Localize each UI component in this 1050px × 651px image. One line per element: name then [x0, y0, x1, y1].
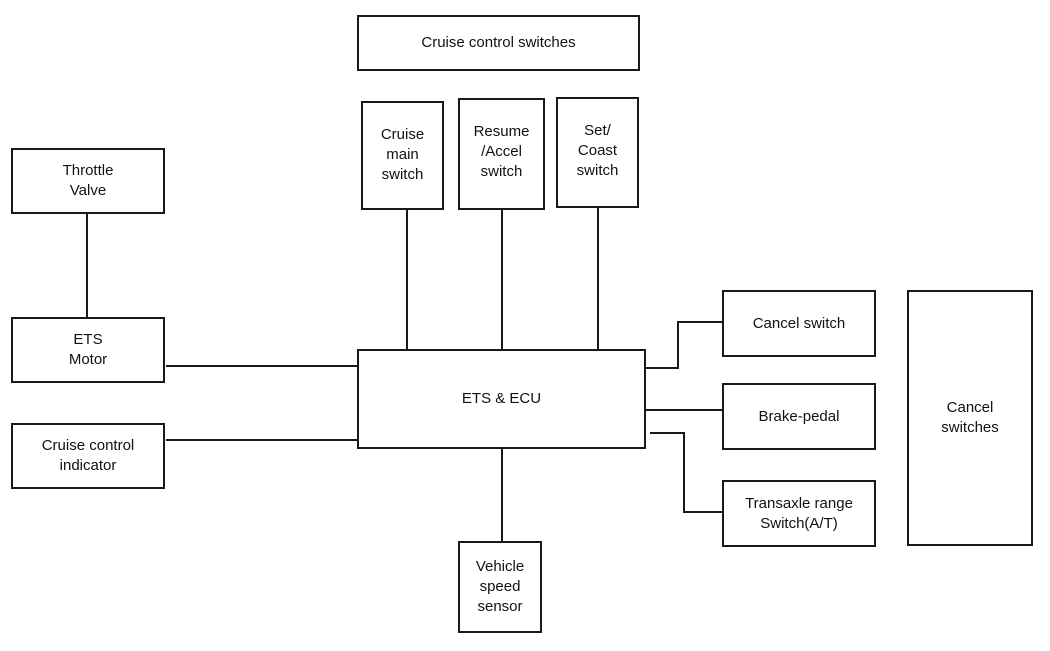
- resume-accel-switch-label: Resume /Accel switch: [473, 123, 530, 180]
- throttle-valve-box: Throttle Valve: [11, 148, 165, 214]
- line-ecu-to-transaxle: [650, 432, 723, 513]
- cancel-switches-box: Cancel switches: [907, 290, 1033, 546]
- resume-accel-switch-box: Resume /Accel switch: [458, 98, 545, 210]
- cruise-main-switch-label: Cruise main switch: [380, 126, 425, 183]
- transaxle-range-switch-box: Transaxle range Switch(A/T): [722, 480, 876, 547]
- cruise-control-indicator-label: Cruise control indicator: [41, 437, 135, 474]
- cruise-control-switches-box: Cruise control switches: [357, 15, 640, 71]
- cancel-switch-box: Cancel switch: [722, 290, 876, 357]
- brake-pedal-label: Brake-pedal: [758, 407, 840, 425]
- ets-motor-label: ETS Motor: [68, 331, 108, 368]
- cancel-switch-label: Cancel switch: [752, 314, 846, 332]
- cruise-control-indicator-box: Cruise control indicator: [11, 423, 165, 489]
- line-ecu-to-cancel-switch: [645, 321, 723, 369]
- ets-ecu-label: ETS & ECU: [461, 390, 542, 407]
- set-coast-switch-box: Set/ Coast switch: [556, 97, 639, 208]
- ets-ecu-box: ETS & ECU: [357, 349, 646, 449]
- throttle-valve-label: Throttle Valve: [62, 162, 114, 199]
- cancel-switches-label: Cancel switches: [941, 399, 999, 436]
- set-coast-switch-label: Set/ Coast switch: [576, 122, 619, 179]
- transaxle-range-switch-label: Transaxle range Switch(A/T): [745, 494, 853, 532]
- vehicle-speed-sensor-box: Vehicle speed sensor: [458, 541, 542, 633]
- vehicle-speed-sensor-label: Vehicle speed sensor: [475, 558, 525, 615]
- cruise-control-switches-label: Cruise control switches: [421, 34, 576, 51]
- ets-motor-box: ETS Motor: [11, 317, 165, 383]
- cruise-main-switch-box: Cruise main switch: [361, 101, 444, 210]
- brake-pedal-box: Brake-pedal: [722, 383, 876, 450]
